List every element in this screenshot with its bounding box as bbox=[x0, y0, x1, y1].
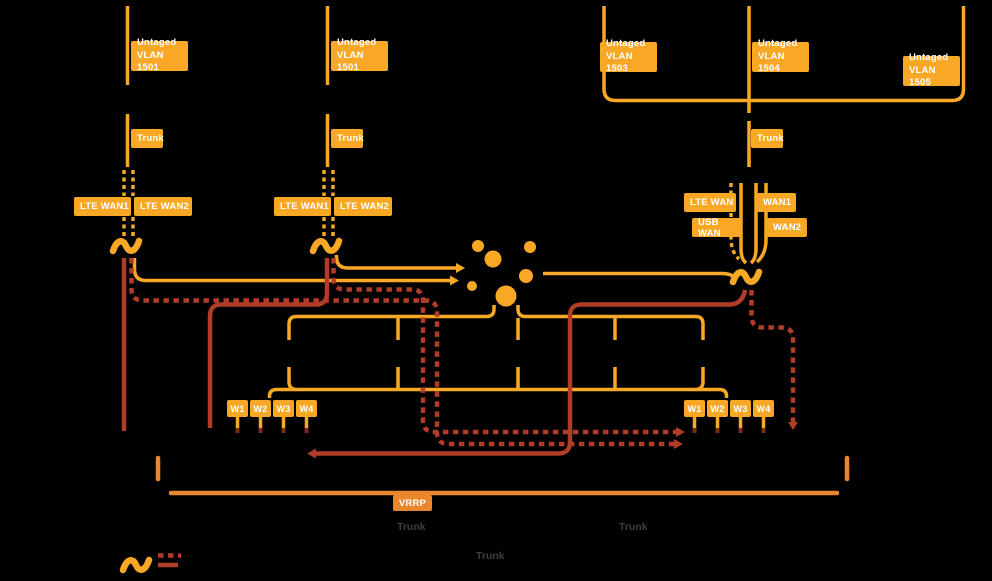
right-router-vlan1504-label: Untaged VLAN 1504 bbox=[752, 38, 809, 74]
left-router-lte-wan1-label: LTE WAN1 bbox=[74, 197, 131, 216]
right-router-wan-lines bbox=[729, 183, 768, 265]
internet-links bbox=[132, 255, 738, 286]
switch-port-stubs bbox=[235, 417, 766, 433]
failover-links bbox=[121, 258, 798, 459]
right-router-lte-wan-label: LTE WAN bbox=[684, 193, 736, 212]
right-switch-port-w3: W3 bbox=[730, 400, 751, 417]
left-router-lte-wan2-label: LTE WAN2 bbox=[134, 197, 192, 216]
trunk-bottom-right-label: Trunk bbox=[619, 521, 648, 533]
modem-icon-right bbox=[729, 268, 763, 286]
left-router-trunk-label: Trunk bbox=[131, 129, 164, 148]
right-router-wan2-label: WAN2 bbox=[767, 218, 807, 237]
right-router-wan1-label: WAN1 bbox=[757, 193, 796, 212]
modem-icon-middle bbox=[309, 237, 343, 255]
middle-router-trunk-label: Trunk bbox=[331, 129, 364, 148]
right-switch-port-w4: W4 bbox=[753, 400, 774, 417]
lte-dashed-stubs bbox=[122, 170, 335, 237]
vrrp-label: VRRP bbox=[393, 495, 432, 511]
left-router-vlan-label: Untaged VLAN 1501 bbox=[131, 37, 188, 73]
right-switch-port-w2: W2 bbox=[707, 400, 728, 417]
middle-router-vlan-label: Untaged VLAN 1501 bbox=[331, 37, 388, 73]
right-switch-port-w1: W1 bbox=[684, 400, 705, 417]
internet-node bbox=[467, 240, 536, 307]
left-switch-port-w4: W4 bbox=[296, 400, 317, 417]
right-router-trunk-label: Trunk bbox=[751, 129, 784, 148]
legend bbox=[119, 553, 181, 574]
switch-bus bbox=[267, 305, 729, 398]
middle-router-lte-wan1-label: LTE WAN1 bbox=[274, 197, 331, 216]
vrrp-link bbox=[155, 455, 850, 496]
left-switch-port-w1: W1 bbox=[227, 400, 248, 417]
right-router-vlan1505-label: Untaged VLAN 1505 bbox=[903, 52, 960, 88]
right-router-vlan1503-label: Untaged VLAN 1503 bbox=[600, 38, 657, 74]
trunk-bottom-center-label: Trunk bbox=[476, 550, 505, 562]
modem-icon-left bbox=[109, 237, 143, 255]
right-router-usb-wan-label: USB WAN bbox=[692, 217, 742, 239]
left-switch-port-w2: W2 bbox=[250, 400, 271, 417]
middle-router-lte-wan2-label: LTE WAN2 bbox=[334, 197, 392, 216]
trunk-bottom-left-label: Trunk bbox=[397, 521, 426, 533]
modem-icon-legend bbox=[119, 556, 153, 574]
left-switch-port-w3: W3 bbox=[273, 400, 294, 417]
vlan-trunk-lines bbox=[125, 6, 966, 167]
